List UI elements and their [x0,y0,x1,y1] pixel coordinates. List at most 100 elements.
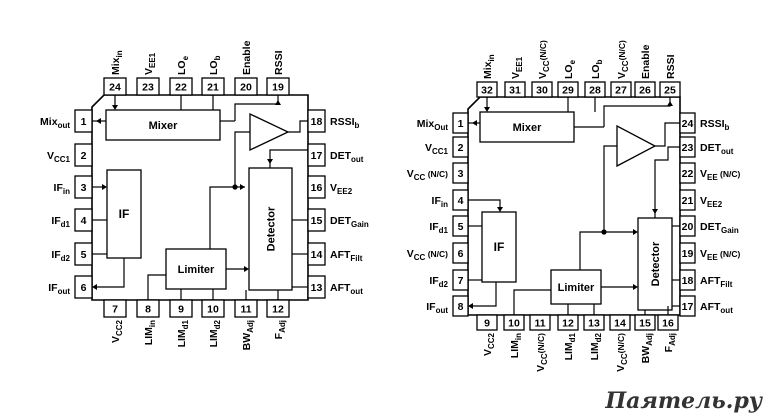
pin-label-text: FAdj [273,320,287,339]
pin-label-main: V [537,72,549,79]
wire [209,186,235,249]
pin-box [476,314,498,331]
pin-number: 15 [639,318,651,330]
wire [654,146,680,218]
pin-label-main: Mix [482,61,494,79]
pin-label-text: VCC1 [425,142,449,156]
arrow-head [92,284,97,290]
pin-label-text: LOb [208,55,222,75]
pin-label: Mixin [110,50,124,75]
pin-label-text: RSSI [273,50,285,75]
pin-label: LOe [563,59,577,79]
pin-label-sub: out [350,287,363,296]
pin-number: 8 [458,301,464,313]
pin-label-main: V [510,72,522,79]
pin-label: DETGain [330,215,369,229]
pin-number: 15 [311,215,323,227]
pin-label: VEE1 [143,52,157,75]
arrow-head [652,209,658,214]
limiter-label: Limiter [178,264,215,276]
pin-label-sub: EE2 [707,200,723,209]
pin-label-sub: EE [707,173,718,182]
pin-label-note: (N/C) [536,333,546,353]
wire [513,289,551,315]
pin-label: VEE2 [700,195,723,209]
pin-label-text: RSSI [665,54,677,79]
pin-box [679,162,696,184]
wire [147,274,166,300]
pin-label-text: IFout [48,282,70,296]
pin-label-main: V [615,365,627,372]
pin-label-sub: Adj [645,333,654,346]
pin-label: LOb [208,55,222,75]
pin-number: 17 [682,301,694,313]
pin-number: 30 [536,85,548,97]
pin-box [234,77,258,96]
pin-label-sub: CC [414,173,426,182]
pin-number: 22 [682,168,694,180]
pin-label-main: V [407,248,414,260]
pin-number: 2 [458,142,464,154]
pin-label-text: LOb [590,59,604,79]
pin-label-sub: b [725,123,730,132]
pin-label-sub: in [487,54,496,61]
pin-label: VCC(N/C) [537,40,551,79]
pin-box [452,162,469,184]
pin-label-text: VCC(N/C) [616,40,630,79]
pin-label: IFout [48,282,70,296]
pin-number: 26 [639,85,651,97]
pin-label-main: IF [48,282,58,294]
pin-number: 17 [311,150,323,162]
arrow-head [275,100,281,105]
pin-label-main: LIM [143,327,155,345]
arrow-head [484,107,490,112]
wire [288,120,308,133]
pin-label-main: V [700,168,707,180]
pin-label-text: Mixin [482,54,496,79]
pin-label-main: V [143,68,155,75]
pin-label-text: LIMd2 [208,319,222,347]
pin-box [679,189,696,211]
pin-number: 4 [458,195,464,207]
pin-label-text: VCC(N/C) [615,333,629,372]
pin-label: IFd1 [51,215,70,229]
pin-label: AFTFilt [330,249,363,263]
pin-number: 6 [81,282,87,294]
pin-number: 21 [682,195,694,207]
pin-label-text: LOe [563,59,577,79]
pin-number: 13 [588,318,600,330]
pin-box [307,143,326,167]
pin-label-text: Enable [241,40,253,75]
arrow-head [497,207,503,212]
limiter-label: Limiter [558,282,595,294]
pin-label-text: IFd2 [429,275,448,289]
detector-label: Detector [266,206,278,251]
pin-label: MixOut [417,118,449,132]
pin-label-text: MixOut [417,118,449,132]
if-label: IF [494,240,505,254]
pin-box [609,314,631,331]
pin-label-sub: EE [707,253,718,262]
pin-label: LIMd1 [563,332,577,360]
pin-number: 32 [481,85,493,97]
wire [468,199,501,208]
pin-label-main: V [482,349,494,356]
pin-box [610,81,632,98]
pin-label-text: VEE1 [510,56,524,79]
if-block [481,211,517,283]
pin-label-note: (N/C) [718,249,741,259]
pin-label: BWAdj [640,333,654,363]
pin-label-sub: d2 [439,280,449,289]
pin-label-text: FAdj [663,333,677,352]
pin-number: 29 [562,85,574,97]
pin-label-sub: CC2 [115,319,124,336]
pin-label-sub: Adj [668,333,677,346]
wire [96,258,125,288]
mixer-block [105,109,221,141]
pin-label-text: AFTFilt [700,275,733,289]
pin-label-main: IF [51,215,61,227]
pin-number: 7 [112,304,118,316]
pin-label-note: (N/C) [617,40,627,60]
chip-diagram-2: 32Mixin31VEE130VCC(N/C)29LOe28LOb27VCC(N… [407,40,741,372]
pin-label-sub: in [514,333,523,340]
